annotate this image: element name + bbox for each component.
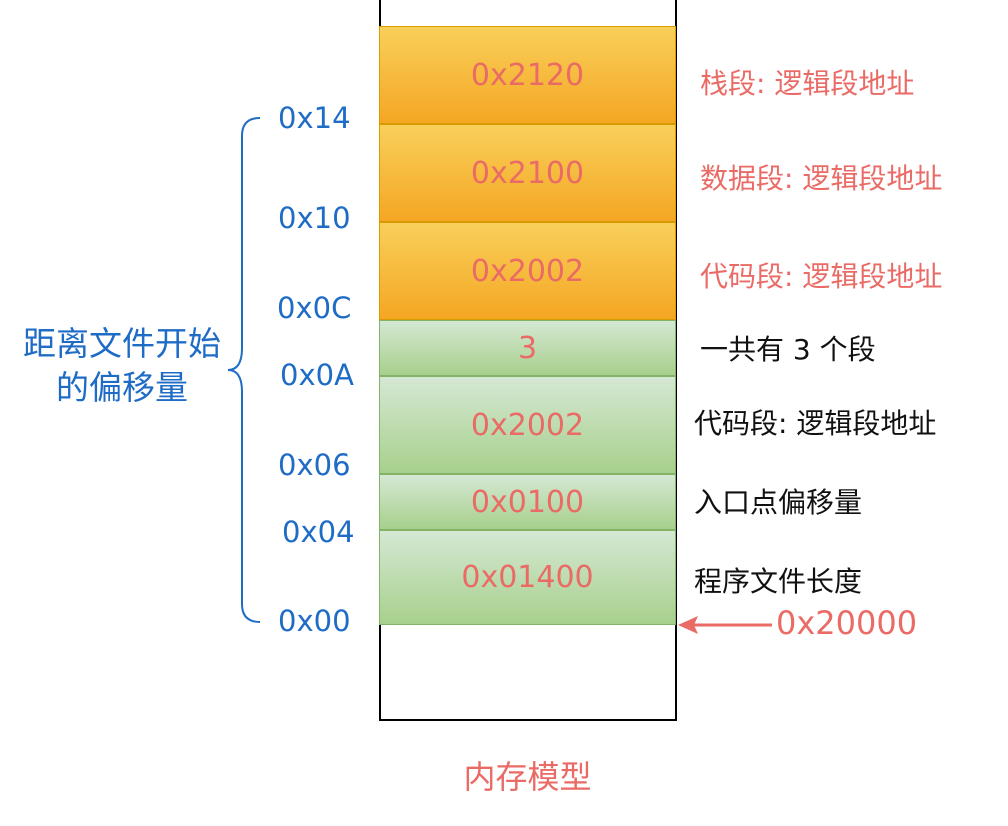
offset-label: 0x06 <box>278 448 351 482</box>
diagram-title: 内存模型 <box>463 758 592 796</box>
base-address-label: 0x20000 <box>776 604 918 642</box>
segment-code-header: 0x2002 <box>379 376 676 474</box>
segment-value: 3 <box>517 330 538 366</box>
segment-value: 0x0100 <box>470 484 585 520</box>
brace-label-line: 的偏移量 <box>56 368 188 407</box>
segment-description: 入口点偏移量 <box>694 486 863 519</box>
offset-label: 0x04 <box>282 515 355 549</box>
offset-label: 0x0C <box>277 291 352 325</box>
curly-brace-icon <box>227 117 261 623</box>
brace-label-line: 距离文件开始 <box>23 324 221 363</box>
segment-value: 0x01400 <box>461 560 594 595</box>
offset-label: 0x10 <box>278 201 351 235</box>
segment-description: 一共有 3 个段 <box>700 333 876 366</box>
segment-description: 数据段: 逻辑段地址 <box>700 162 943 195</box>
segment-value: 0x2002 <box>470 407 585 443</box>
segment-description: 代码段: 逻辑段地址 <box>694 407 937 440</box>
segment-data: 0x2100 <box>379 124 676 222</box>
offset-brace-label: 距离文件开始 的偏移量 <box>2 322 242 410</box>
segment-stack: 0x2120 <box>379 26 676 124</box>
segment-entry-offset: 0x0100 <box>379 474 676 530</box>
segment-description: 代码段: 逻辑段地址 <box>700 260 943 293</box>
segment-value: 0x2002 <box>470 253 585 289</box>
segment-file-length: 0x01400 <box>379 530 676 625</box>
segment-value: 0x2120 <box>470 57 585 93</box>
segment-description: 栈段: 逻辑段地址 <box>700 67 915 100</box>
left-arrow-icon <box>678 616 772 634</box>
offset-label: 0x14 <box>278 101 351 135</box>
offset-label: 0x0A <box>280 358 354 392</box>
segment-value: 0x2100 <box>470 155 585 191</box>
segment-count: 3 <box>379 320 676 376</box>
segment-description: 程序文件长度 <box>694 565 863 598</box>
offset-label: 0x00 <box>278 604 351 638</box>
segment-code: 0x2002 <box>379 222 676 320</box>
